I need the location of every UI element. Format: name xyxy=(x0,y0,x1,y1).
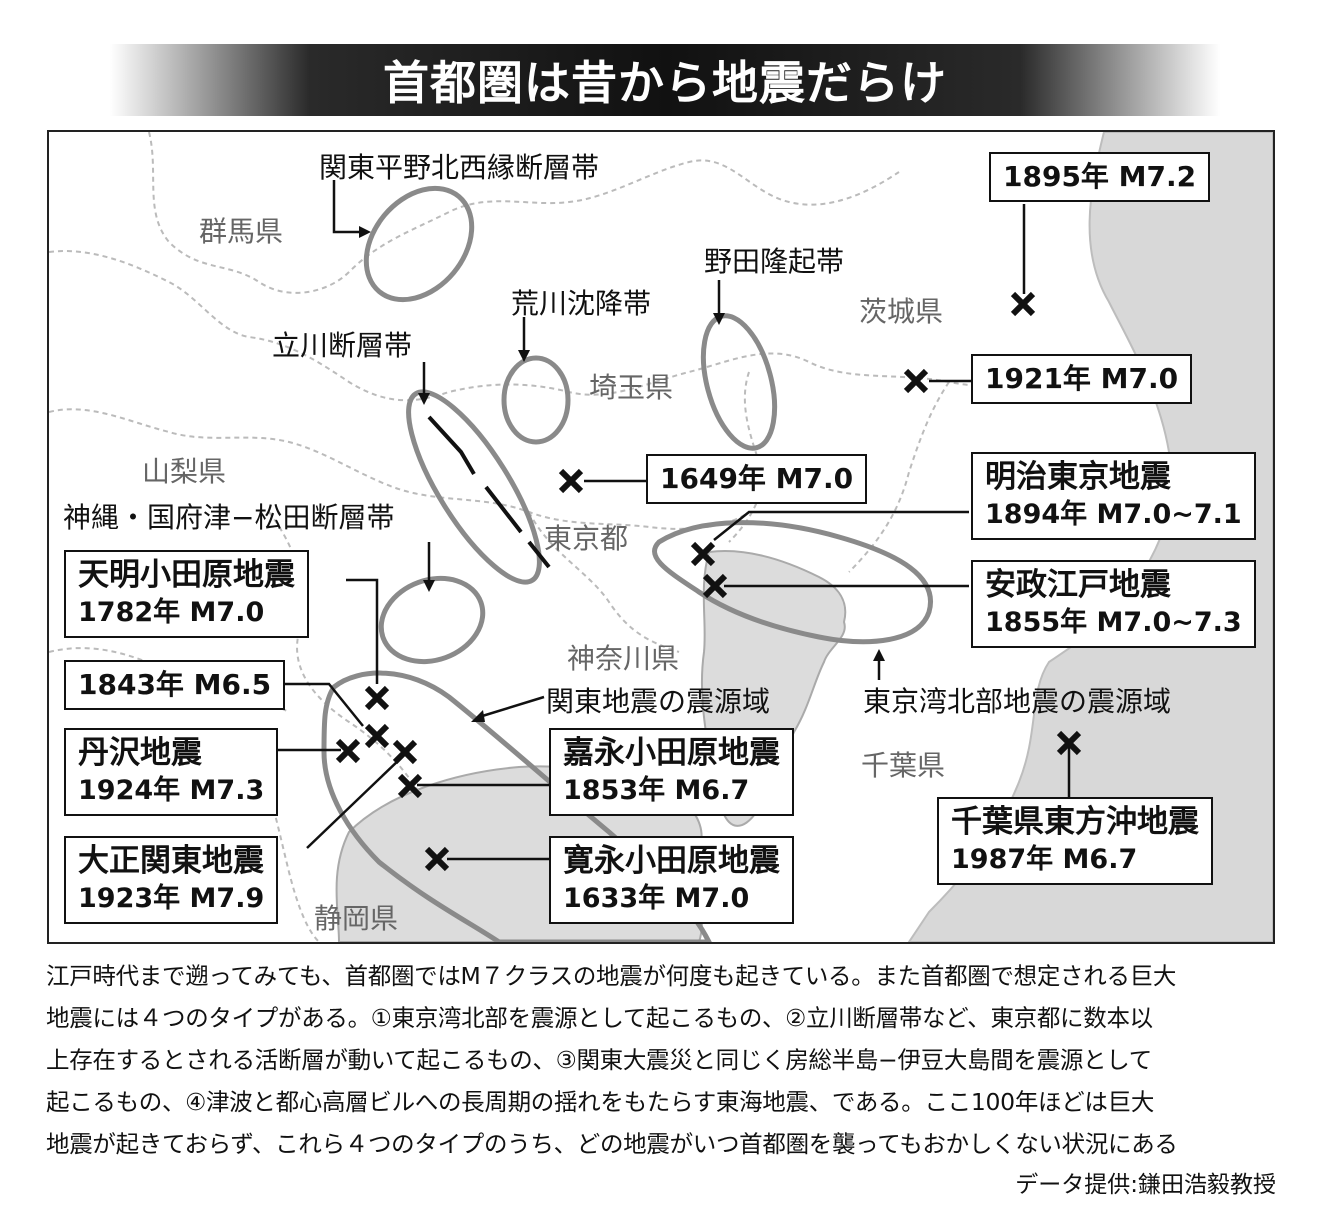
tachikawa-fault-line xyxy=(427,415,551,569)
quake-magnitude: 1633年 M7.0 xyxy=(563,883,750,914)
quake-name: 安政江戸地震 xyxy=(985,567,1171,603)
noda-zone xyxy=(700,313,778,451)
caption-line: 上存在するとされる活断層が動いて起こるもの、③関東大震災と同じく房総半島−伊豆大… xyxy=(46,1046,1152,1074)
caption-line: 地震には４つのタイプがある。①東京湾北部を震源として起こるもの、②立川断層帯など… xyxy=(46,1004,1153,1032)
pref-yamanashi: 山梨県 xyxy=(142,455,227,488)
pref-saitama: 埼玉県 xyxy=(589,371,674,404)
pref-ibaraki: 茨城県 xyxy=(859,295,944,328)
caption: 江戸時代まで遡ってみても、首都圏ではM７クラスの地震が何度も起きている。また首都… xyxy=(46,955,1278,1165)
quake-box-meiji: 明治東京地震 1894年 M7.0~7.1 xyxy=(971,452,1256,540)
pref-tokyo: 東京都 xyxy=(544,522,629,555)
quake-box-chiba-east: 千葉県東方沖地震 1987年 M6.7 xyxy=(937,797,1213,885)
epicenter-cross-tanzawa xyxy=(335,738,361,764)
epicenter-cross-taisho xyxy=(392,739,418,765)
quake-name: 千葉県東方沖地震 xyxy=(951,804,1199,840)
quake-box-tanzawa: 丹沢地震 1924年 M7.3 xyxy=(64,728,279,816)
quake-box-1895: 1895年 M7.2 xyxy=(989,152,1211,202)
data-credit: データ提供:鎌田浩毅教授 xyxy=(1015,1172,1276,1198)
label-kanto-nw-fault: 関東平野北西縁断層帯 xyxy=(319,151,600,184)
caption-line: 起こるもの、④津波と都心高層ビルへの長周期の揺れをもたらす東海地震、である。ここ… xyxy=(46,1088,1155,1116)
epicenter-cross-1895 xyxy=(1010,291,1036,317)
quake-magnitude: 1924年 M7.3 xyxy=(78,775,265,806)
epicenter-cross-kanei xyxy=(424,846,450,872)
kannawa-zone xyxy=(378,575,486,665)
quake-box-1843: 1843年 M6.5 xyxy=(64,660,286,710)
quake-box-taisho: 大正関東地震 1923年 M7.9 xyxy=(64,836,279,924)
epicenter-cross-ansei xyxy=(702,573,728,599)
quake-magnitude: 1923年 M7.9 xyxy=(78,883,265,914)
caption-line: 地震が起きておらず、これら４つのタイプのうち、どの地震がいつ首都圏を襲ってもおか… xyxy=(46,1130,1178,1158)
label-kannawa-fault: 神縄・国府津−松田断層帯 xyxy=(63,501,395,534)
label-kanto-quake-zone: 関東地震の震源域 xyxy=(546,685,771,718)
quake-magnitude: 1853年 M6.7 xyxy=(563,775,750,806)
quake-name: 嘉永小田原地震 xyxy=(563,735,780,771)
pref-kanagawa: 神奈川県 xyxy=(567,642,680,675)
kanto-quake-zone xyxy=(321,670,712,942)
pref-gunma: 群馬県 xyxy=(199,215,284,248)
quake-box-1649: 1649年 M7.0 xyxy=(646,454,868,504)
quake-magnitude: 1894年 M7.0~7.1 xyxy=(985,499,1242,530)
label-tachikawa-fault: 立川断層帯 xyxy=(272,329,413,362)
arakawa-zone xyxy=(501,355,571,445)
quake-box-1921: 1921年 M7.0 xyxy=(971,354,1193,404)
quake-box-kanei: 寛永小田原地震 1633年 M7.0 xyxy=(549,836,794,924)
kanto-nw-fault-zone xyxy=(363,185,475,303)
quake-magnitude: 1987年 M6.7 xyxy=(951,844,1138,875)
pref-chiba: 千葉県 xyxy=(861,749,946,782)
quake-name: 明治東京地震 xyxy=(985,459,1171,495)
quake-name: 大正関東地震 xyxy=(78,843,264,879)
label-arakawa-subsidence: 荒川沈降帯 xyxy=(511,287,652,320)
label-noda-uplift: 野田隆起帯 xyxy=(704,245,845,278)
epicenter-cross-1843 xyxy=(364,723,390,749)
quake-magnitude: 1782年 M7.0 xyxy=(78,597,265,628)
label-tokyo-bay-zone: 東京湾北部地震の震源域 xyxy=(863,685,1172,718)
quake-box-ansei: 安政江戸地震 1855年 M7.0~7.3 xyxy=(971,560,1256,648)
quake-magnitude: 1855年 M7.0~7.3 xyxy=(985,607,1242,638)
epicenter-cross-1921 xyxy=(903,368,929,394)
pref-shizuoka: 静岡県 xyxy=(314,902,399,935)
epicenter-cross-tenmei xyxy=(364,685,390,711)
quake-box-tenmei: 天明小田原地震 1782年 M7.0 xyxy=(64,550,309,638)
tokyo-bay-quake-zone xyxy=(652,520,933,645)
epicenter-cross-1649 xyxy=(558,468,584,494)
quake-box-kaei: 嘉永小田原地震 1853年 M6.7 xyxy=(549,728,794,816)
source-zones xyxy=(277,180,1071,942)
map: 群馬県 茨城県 埼玉県 山梨県 東京都 神奈川県 千葉県 静岡県 関東平野北西縁… xyxy=(47,130,1275,944)
title-bar: 首都圏は昔から地震だらけ xyxy=(110,44,1220,116)
quake-name: 天明小田原地震 xyxy=(78,557,295,593)
tachikawa-zone xyxy=(406,389,542,585)
page-title: 首都圏は昔から地震だらけ xyxy=(383,56,947,110)
epicenter-cross-meiji xyxy=(690,541,716,567)
caption-line: 江戸時代まで遡ってみても、首都圏ではM７クラスの地震が何度も起きている。また首都… xyxy=(46,962,1177,990)
epicenter-cross-kaei xyxy=(397,773,423,799)
quake-name: 寛永小田原地震 xyxy=(563,843,780,879)
quake-name: 丹沢地震 xyxy=(78,735,202,771)
epicenter-cross-chiba-east xyxy=(1056,730,1082,756)
